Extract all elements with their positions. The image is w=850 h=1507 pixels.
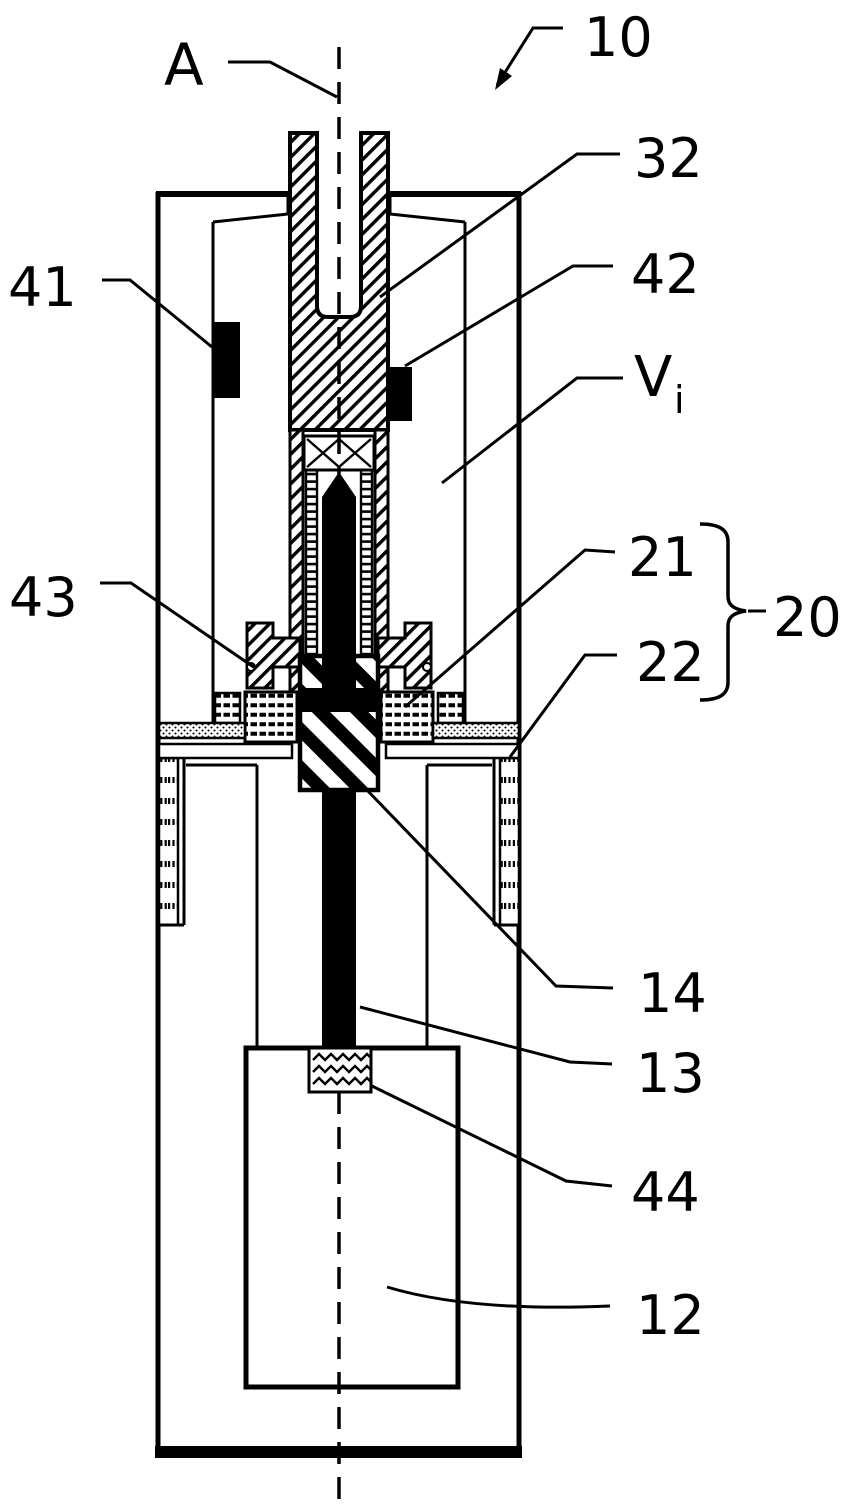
- mass-block: [243, 1045, 461, 1390]
- leader-sensor-left: [102, 278, 213, 349]
- leader-volume: [441, 376, 623, 485]
- leader-rod: [359, 1005, 613, 1066]
- label-damper: 44: [631, 1161, 700, 1224]
- seal-ball-right: [422, 662, 432, 672]
- label-device: 10: [584, 6, 653, 69]
- label-stack: 21: [628, 526, 697, 589]
- sensor-pad-right: [389, 367, 412, 421]
- label-volume: V: [634, 345, 672, 410]
- label-membrane: 22: [636, 631, 705, 694]
- leader-coupler: [363, 786, 614, 990]
- label-flange: 43: [9, 566, 78, 629]
- arrowhead-device: [495, 68, 512, 90]
- label-sensor-right: 42: [631, 243, 700, 306]
- reference-labels: A 10 32 41 42 V i 43 21 22 20 14 13 44 1…: [8, 6, 842, 1347]
- flange-rings: [245, 621, 433, 690]
- label-coupler: 14: [638, 962, 707, 1025]
- inner-cylinder: [255, 765, 429, 1048]
- label-volume-subscript: i: [674, 378, 685, 422]
- leader-electrode: [379, 152, 620, 299]
- sensor-pad-left: [214, 322, 240, 398]
- label-mass-block: 12: [636, 1284, 705, 1347]
- label-sensor-left: 41: [8, 256, 77, 319]
- laminated-stacks: [213, 690, 465, 744]
- membrane: [157, 721, 521, 767]
- leader-lines: [100, 26, 766, 1309]
- leader-axis: [228, 60, 338, 99]
- label-group: 20: [773, 586, 842, 649]
- label-electrode: 32: [634, 127, 703, 190]
- group-brace: [699, 522, 747, 702]
- electrode-fork: [288, 131, 390, 694]
- leader-mass-block: [386, 1285, 611, 1309]
- leader-sensor-right: [404, 264, 613, 368]
- leader-stack: [404, 548, 616, 709]
- label-axis: A: [164, 31, 204, 99]
- leader-device: [495, 26, 563, 86]
- leader-membrane: [508, 653, 617, 758]
- leader-damper: [371, 1084, 613, 1188]
- label-rod: 13: [636, 1042, 705, 1105]
- housing-wall-liners: [157, 756, 521, 927]
- leader-flange: [100, 581, 256, 670]
- actuating-rod: [322, 472, 356, 1048]
